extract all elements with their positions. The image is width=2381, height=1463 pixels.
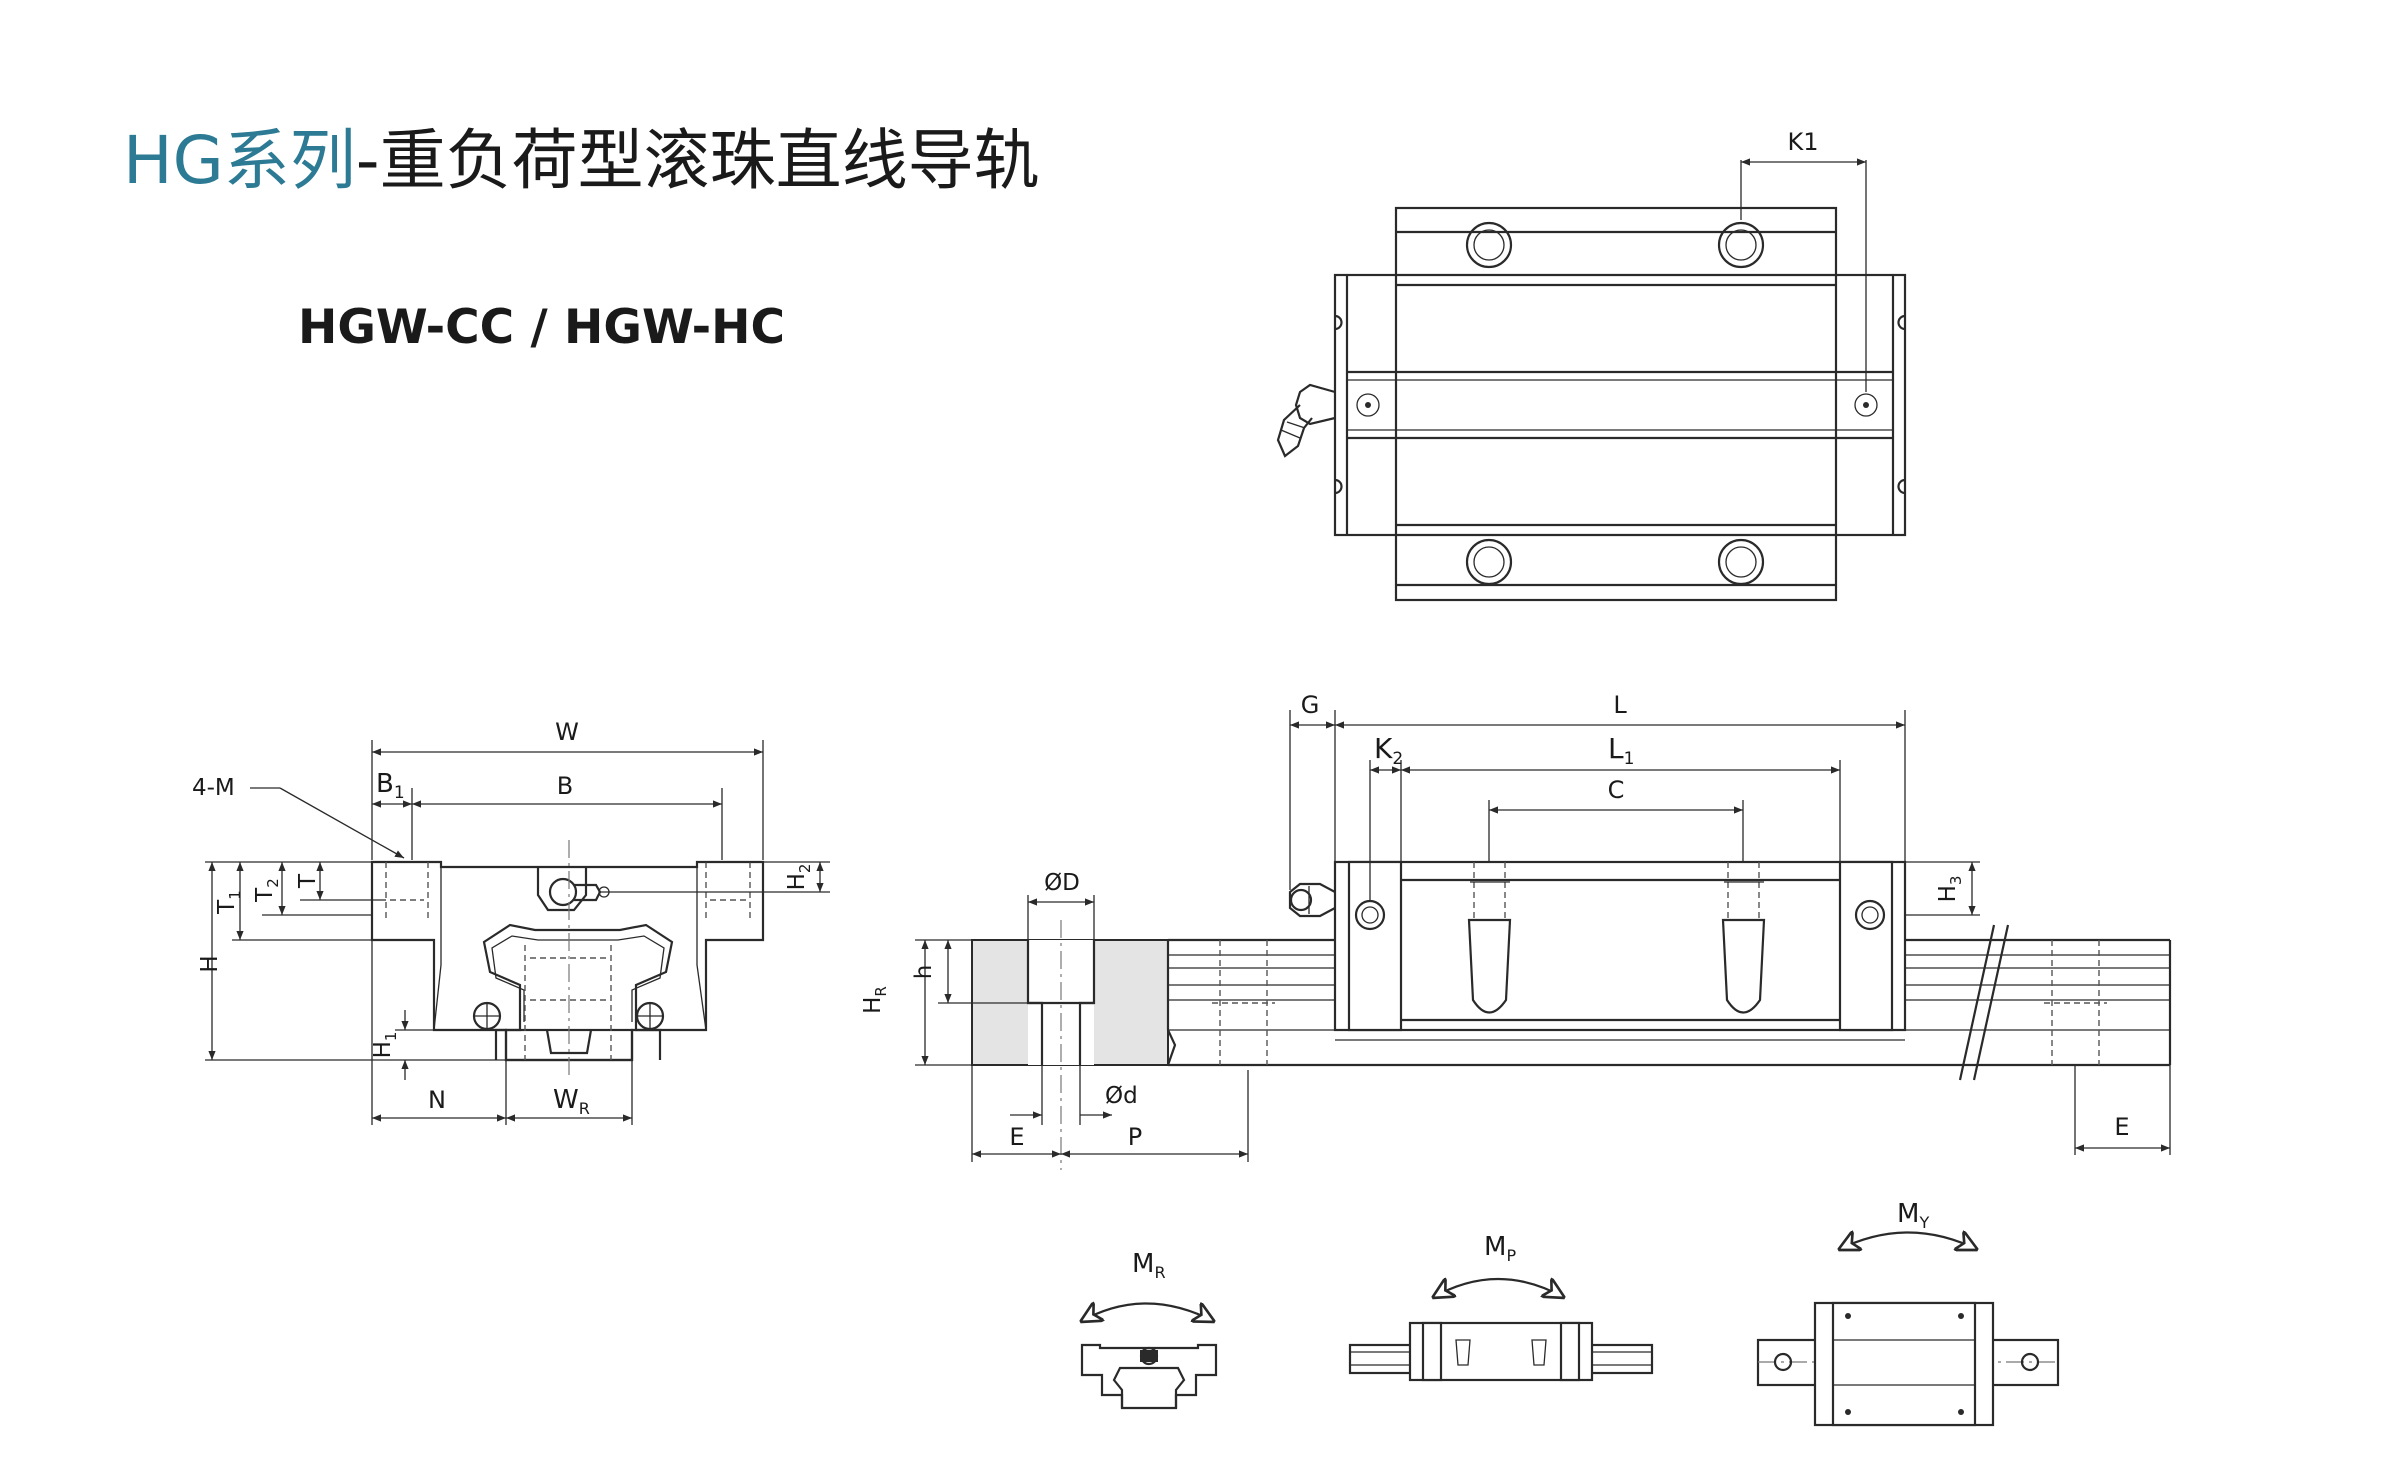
dim-label-k1: K1 bbox=[1787, 128, 1818, 156]
seal-screw bbox=[1354, 899, 1386, 931]
section-view: W B B1 4-M H T1 T2 T H2 H1 N bbox=[192, 718, 830, 1125]
seal-screw bbox=[1356, 393, 1380, 417]
mounting-hole bbox=[1465, 538, 1513, 586]
ball-groove bbox=[472, 1001, 502, 1031]
dim-label-od-small: Ød bbox=[1105, 1083, 1138, 1109]
grease-nipple bbox=[1276, 383, 1336, 458]
dim-label-wr: WR bbox=[553, 1085, 590, 1118]
dim-label-h1: H1 bbox=[370, 1032, 400, 1059]
dim-label-4m: 4-M bbox=[192, 775, 235, 801]
dim-label-h-small: h bbox=[911, 965, 937, 980]
dim-label-h3: H3 bbox=[1935, 876, 1965, 903]
dim-label-e-right: E bbox=[2114, 1113, 2129, 1141]
grease-nipple bbox=[1288, 882, 1336, 918]
moment-label-mp: MP bbox=[1484, 1232, 1516, 1265]
title-series: HG系列 bbox=[123, 122, 356, 199]
dim-label-b1: B1 bbox=[376, 769, 405, 803]
dim-label-b: B bbox=[557, 772, 573, 800]
dim-label-l: L bbox=[1613, 691, 1627, 719]
dim-label-k2: K2 bbox=[1374, 732, 1403, 769]
moment-label-my: MY bbox=[1897, 1199, 1929, 1232]
dim-label-n: N bbox=[428, 1086, 446, 1114]
dim-label-g: G bbox=[1301, 691, 1320, 719]
page-title: HG系列-重负荷型滚珠直线导轨 bbox=[123, 128, 1040, 194]
side-view: G L K2 L1 C H3 ØD HR h Ød bbox=[860, 691, 2172, 1170]
mounting-hole bbox=[1465, 221, 1513, 269]
dim-label-t2: T2 bbox=[252, 878, 282, 903]
seal-screw bbox=[1854, 899, 1886, 931]
dim-label-h: H bbox=[197, 955, 223, 972]
title-name: -重负荷型滚珠直线导轨 bbox=[355, 122, 1040, 199]
mounting-hole bbox=[1717, 221, 1765, 269]
dim-label-l1: L1 bbox=[1608, 732, 1634, 769]
top-view: K1 bbox=[1276, 128, 1907, 602]
seal-screw bbox=[1854, 393, 1878, 417]
moment-label-mr: MR bbox=[1132, 1249, 1166, 1282]
moment-mr: MR bbox=[1080, 1249, 1216, 1410]
ball-groove bbox=[635, 1001, 665, 1031]
dim-label-p: P bbox=[1128, 1123, 1142, 1151]
mounting-hole bbox=[1717, 538, 1765, 586]
dim-label-t: T bbox=[295, 873, 321, 889]
dim-label-w: W bbox=[555, 718, 579, 746]
dim-label-od: ØD bbox=[1044, 870, 1080, 896]
dim-label-hr: HR bbox=[860, 986, 890, 1014]
dim-label-t1: T1 bbox=[214, 890, 244, 915]
model-subtitle: HGW-CC / HGW-HC bbox=[298, 300, 786, 355]
moment-my: MY bbox=[1756, 1199, 2060, 1427]
moment-mp: MP bbox=[1348, 1232, 1654, 1382]
dim-label-e-left: E bbox=[1009, 1123, 1024, 1151]
dim-label-c: C bbox=[1608, 776, 1625, 804]
dim-label-h2: H2 bbox=[784, 864, 814, 891]
